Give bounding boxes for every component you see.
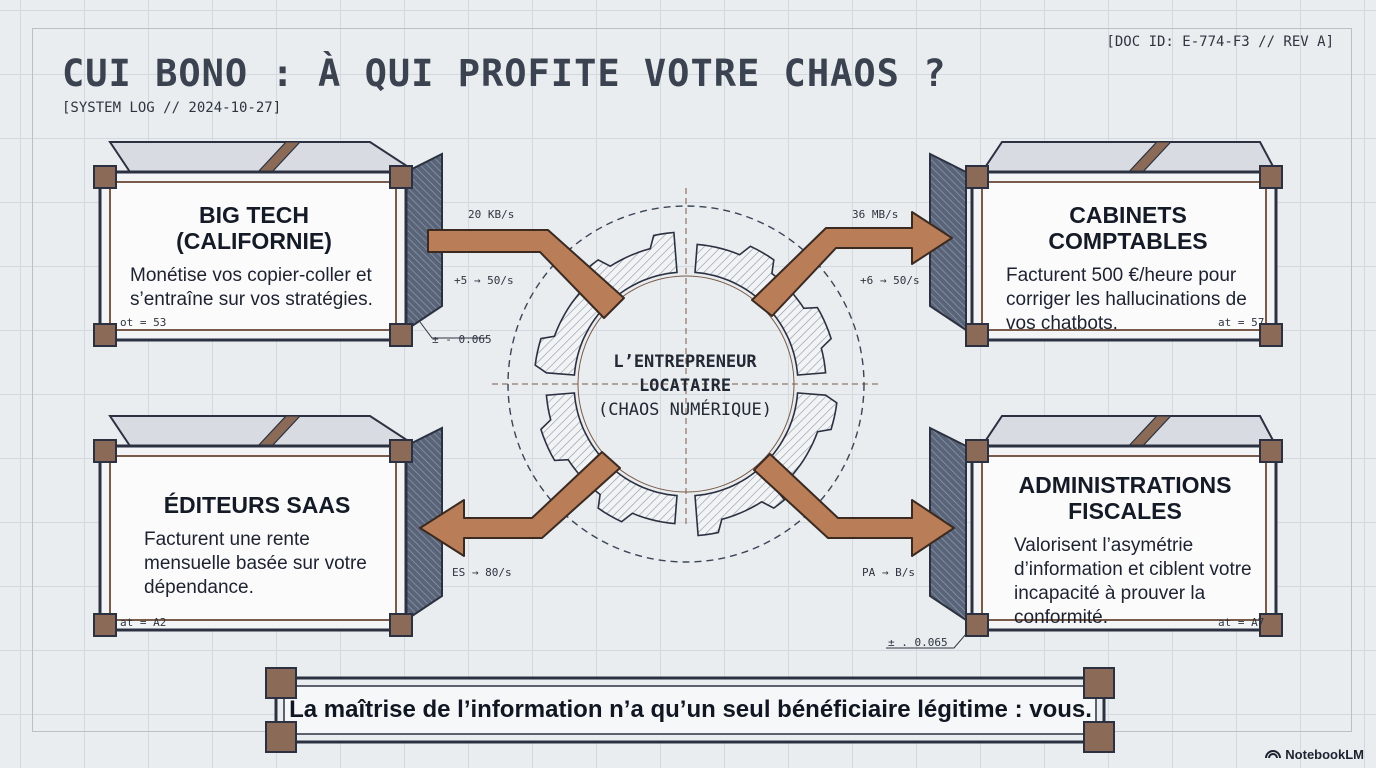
box-top-right-text: CABINETS COMPTABLES Facturent 500 €/heur… [990,202,1266,336]
flow-label-cabinets: +6 → 50/s [860,274,920,287]
outer-dashed-ring [507,205,865,563]
notebooklm-logo-icon [1265,747,1282,762]
center-label-line3: (CHAOS NUMÉRIQUE) [598,400,772,420]
center-label-line2: LOCATAIRE [638,376,732,396]
box-title-big-tech: BIG TECH (CALIFORNIE) [176,202,332,254]
rate-label-cabinets: 36 MB/s [852,208,899,221]
page-title: CUI BONO : À QUI PROFITE VOTRE CHAOS ? [62,52,947,95]
arrow-to-bottom-left [419,451,621,557]
system-log-label: [SYSTEM LOG // 2024-10-27] [62,100,282,116]
box-bottom-left-text: ÉDITEURS SAAS Facturent une rente mensue… [124,492,390,600]
box-bottom-left [93,415,443,637]
box-title-editeurs: ÉDITEURS SAAS [163,492,351,518]
box-tag-cabinets: at = 57 [1218,316,1265,329]
flow-label-big-tech: +5 → 50/s [454,274,514,287]
conclusion-text: La maîtrise de l’information n’a qu’un s… [289,696,1092,723]
box-desc-cabinets: Facturent 500 €/heure pour corriger les … [1006,265,1247,334]
box-desc-administrations: Valorisent l’asymétrie d’information et … [1014,535,1252,628]
box-title-cabinets: CABINETS COMPTABLES [1048,202,1208,254]
box-top-right [929,141,1283,347]
gear-segment [770,292,833,376]
flow-label-editeurs: ES → 80/s [452,566,512,579]
box-bottom-right [929,415,1283,637]
box-title-administrations: ADMINISTRATIONS FISCALES [1018,472,1232,524]
conclusion-banner [265,667,1115,753]
gear-segment [694,468,786,537]
doc-id-label: [DOC ID: E-774-F3 // REV A] [1106,34,1334,50]
arrow-to-top-right [751,211,953,317]
box-top-left [93,141,443,347]
box-tag-administrations: at = A7 [1218,616,1265,629]
arrow-to-bottom-right [753,453,955,557]
tolerance-label-top: ± - 0.065 [432,333,492,346]
flow-label-administrations: PA → B/s [862,566,915,579]
box-desc-editeurs: Facturent une rente mensuelle basée sur … [144,529,367,598]
gear-segment [539,392,602,476]
box-tag-editeurs: at = A2 [120,616,167,629]
brand-label: NotebookLM [1285,747,1364,762]
crosshair-guides [492,188,882,528]
box-tag-big-tech: ot = 53 [120,316,167,329]
rate-label-big-tech: 20 KB/s [468,208,515,221]
central-gear [534,231,838,537]
center-label: L’ENTREPRENEUR LOCATAIRE (CHAOS NUMÉRIQU… [560,350,810,422]
gear-segment [586,231,678,300]
brand-notebooklm: NotebookLM [1265,747,1364,762]
tolerance-label-bottom: ± . 0.065 [888,636,948,649]
box-top-left-text: BIG TECH (CALIFORNIE) Monétise vos copie… [118,202,390,312]
center-label-line1: L’ENTREPRENEUR [613,352,757,372]
box-bottom-right-text: ADMINISTRATIONS FISCALES Valorisent l’as… [994,472,1256,630]
arrow-to-top-left [427,229,625,319]
gear-inner-ring [577,275,795,493]
tolerance-leaders [419,321,967,649]
box-desc-big-tech: Monétise vos copier-coller et s’entraîne… [130,265,373,310]
